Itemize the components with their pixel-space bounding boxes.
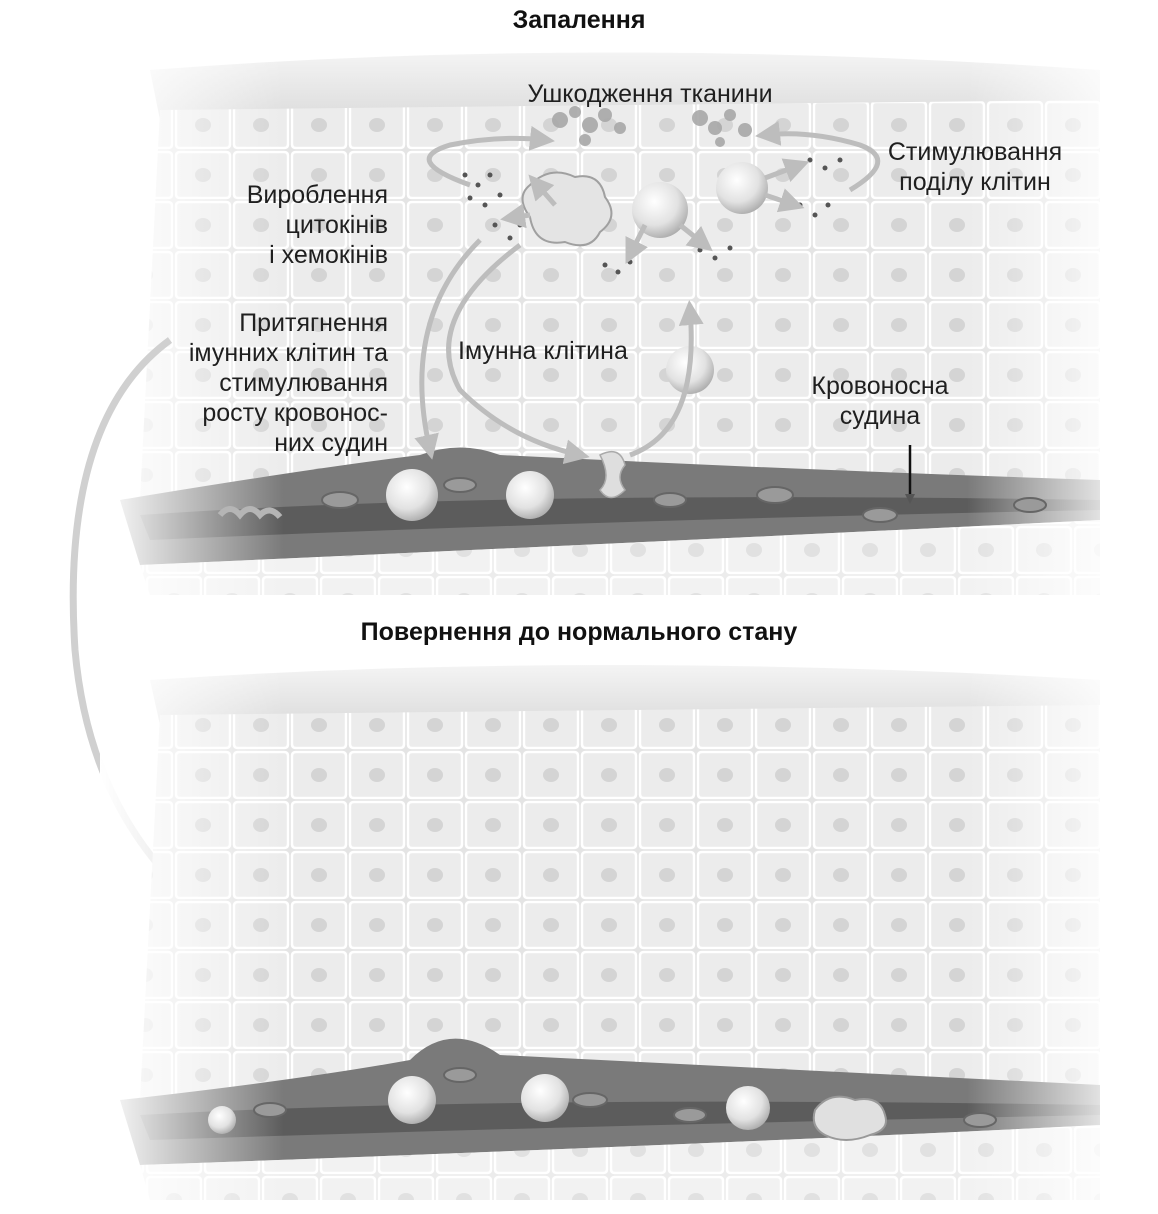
label-tissue-damage: Ушкодження тканини — [527, 80, 773, 108]
label-attraction-line-1: Притягнення — [239, 309, 388, 337]
label-blood-vessel: Кровоносна судина — [800, 371, 960, 431]
title-inflammation: Запалення — [512, 6, 646, 34]
label-immune-cell: Імунна клітина — [458, 337, 628, 365]
normal-tissue-illustration — [100, 650, 1120, 1210]
label-cytokines-line-3: і хемокінів — [269, 241, 388, 269]
label-attraction-line-5: них судин — [274, 429, 388, 457]
label-attraction-line-2: імунних клітин та — [188, 339, 388, 367]
label-cell-division-line-1: Стимулювання — [887, 138, 1063, 166]
label-cytokines: Вироблення цитокінів і хемокінів — [190, 180, 388, 270]
label-cell-division-line-2: поділу клітин — [899, 168, 1051, 196]
inflamed-tissue-illustration — [100, 40, 1120, 600]
label-cytokines-line-1: Вироблення — [246, 181, 388, 209]
label-attraction-line-4: росту кровонос- — [202, 399, 388, 427]
label-blood-vessel-line-2: судина — [839, 402, 921, 430]
label-attraction: Притягнення імунних клітин та стимулюван… — [150, 308, 388, 458]
label-cytokines-line-2: цитокінів — [285, 211, 389, 239]
label-attraction-line-3: стимулювання — [219, 369, 388, 397]
title-return-to-normal: Повернення до нормального стану — [360, 618, 798, 646]
label-blood-vessel-line-1: Кровоносна — [811, 372, 949, 400]
label-cell-division: Стимулювання поділу клітин — [870, 137, 1080, 197]
